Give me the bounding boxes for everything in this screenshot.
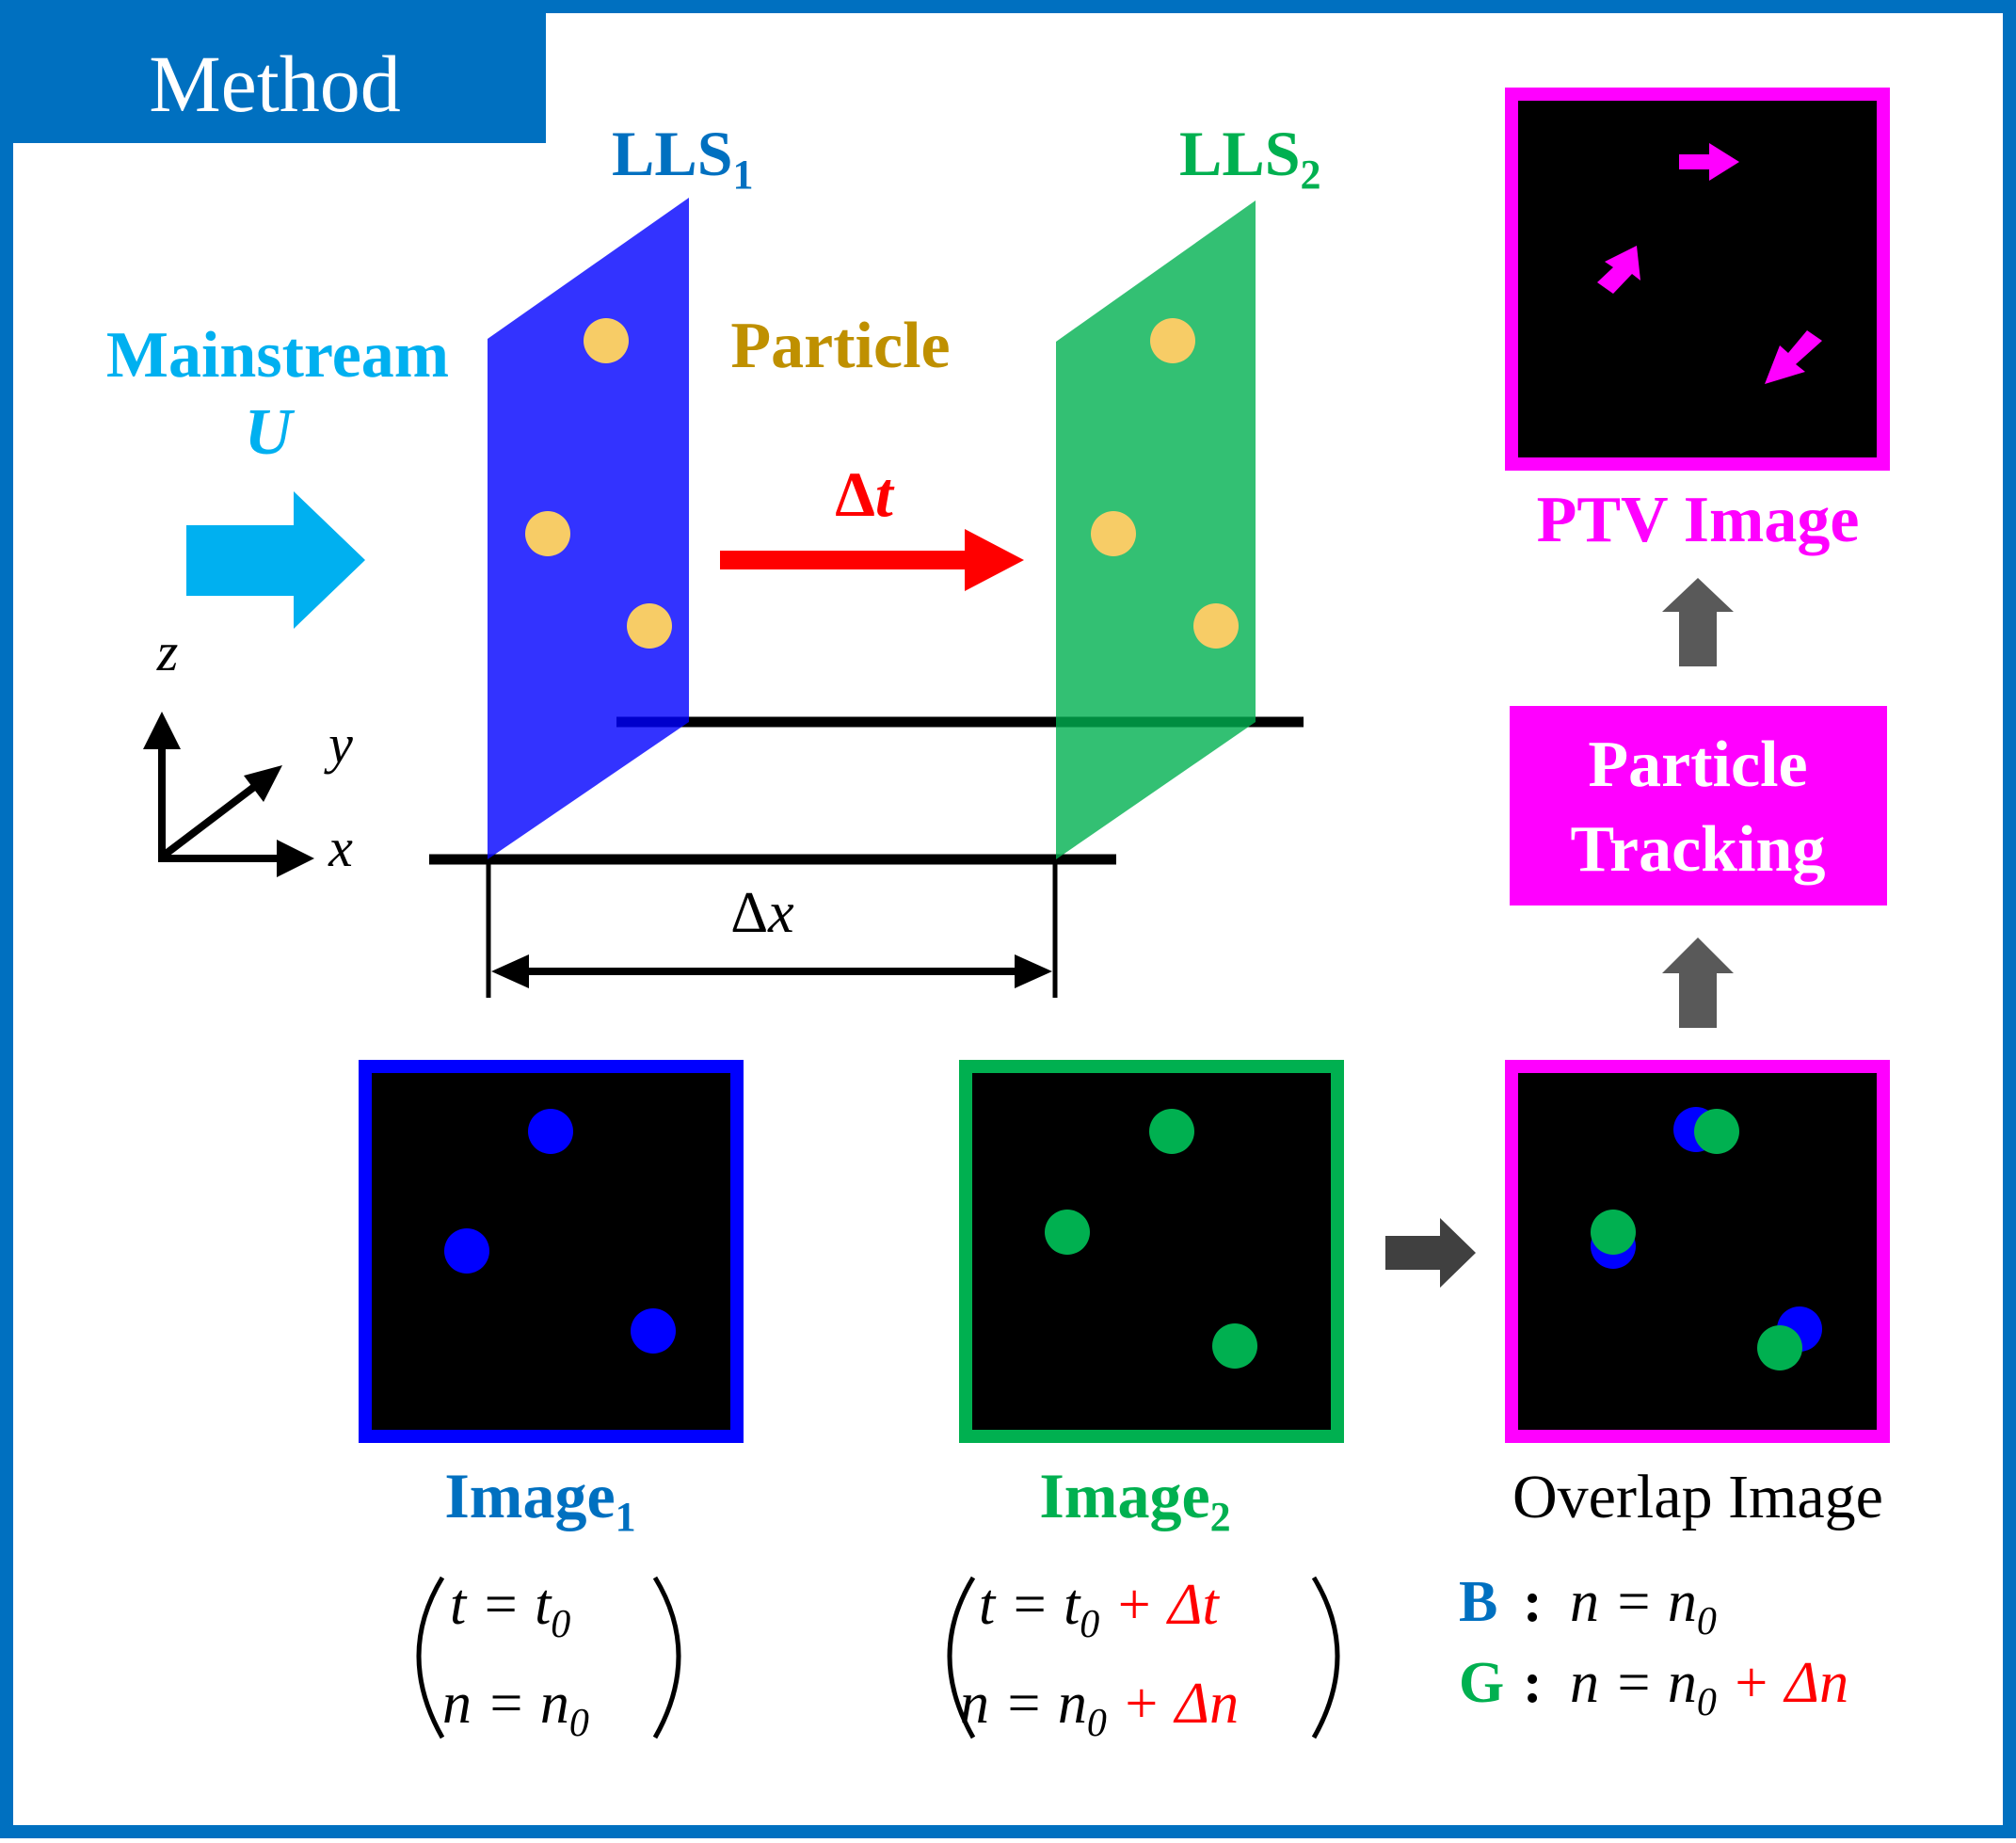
header-tab [0,0,546,143]
image1-label: Image1 [444,1460,635,1540]
legend-g-eq: n = n0 + Δn [1570,1651,1848,1724]
x-axis-arrowhead [277,840,314,877]
legend-b-eq: n = n0 [1570,1570,1717,1643]
dx-arrowhead-left [491,954,529,988]
velocity-arrow [1679,143,1739,181]
lls1-sheet [488,198,689,859]
velocity-arrow [1597,246,1640,294]
up-arrow [1662,578,1734,666]
particle-dot [1193,603,1239,649]
image2-eq-line1: t = t0 + Δt [979,1573,1221,1646]
lls1-label: LLS1 [612,118,754,198]
image2-label: Image2 [1039,1460,1230,1540]
particle-dot [1694,1109,1739,1154]
ptv-image-panel [1505,88,1890,471]
dt-arrow [720,529,1024,591]
y-axis-label: y [324,713,353,775]
particle-dot [627,603,672,649]
particle-dot [444,1228,489,1274]
legend-b-key: B [1459,1570,1497,1634]
particle-tracking-line2: Tracking [1571,813,1826,886]
z-axis-label: z [156,621,179,682]
particle-dot [1212,1323,1257,1369]
left-paren [416,1576,445,1739]
y-axis [162,780,261,858]
particle-dot [528,1109,573,1154]
particle-dot [584,318,629,363]
particle-dot [1591,1210,1636,1255]
overlap-image-label: Overlap Image [1512,1463,1883,1531]
particle-tracking-line1: Particle [1588,729,1807,801]
velocity-arrow [1765,330,1822,384]
particle-dot [1757,1325,1802,1370]
particle-tracking-box [1510,706,1887,905]
image1-eq-line2: n = n0 [442,1672,589,1745]
mainstream-label: Mainstream [106,319,449,392]
legend-g-key: G [1459,1651,1504,1715]
legend-g-colon: : [1523,1651,1543,1715]
dt-label: Δt [835,458,895,530]
z-axis-arrowhead [143,712,181,749]
particle-dot [1150,318,1195,363]
right-paren [1311,1576,1340,1739]
y-axis-arrowhead [244,765,282,802]
particle-dot [631,1308,676,1354]
lls2-sheet [1056,200,1256,859]
image1-eq-line1: t = t0 [450,1573,570,1646]
mainstream-symbol: U [245,396,296,469]
dx-label: Δx [730,881,794,945]
particle-dot [1091,511,1136,556]
header-title: Method [149,39,401,129]
right-paren [652,1576,681,1739]
image1-panel [359,1060,744,1443]
particle-dot [525,511,570,556]
ptv-image-title: PTV Image [1537,484,1860,556]
up-arrow [1662,938,1734,1028]
particle-dot [1149,1109,1194,1154]
left-paren [947,1576,976,1739]
legend-b-colon: : [1523,1570,1543,1634]
mainstream-arrow [186,491,365,629]
right-arrow [1385,1218,1476,1288]
dx-arrowhead-right [1015,954,1052,988]
particle-label: Particle [730,310,950,382]
image2-eq-line2: n = n0 + Δn [960,1672,1239,1745]
x-axis-label: x [328,817,353,878]
particle-dot [1045,1210,1090,1255]
lls2-label: LLS2 [1179,118,1321,198]
